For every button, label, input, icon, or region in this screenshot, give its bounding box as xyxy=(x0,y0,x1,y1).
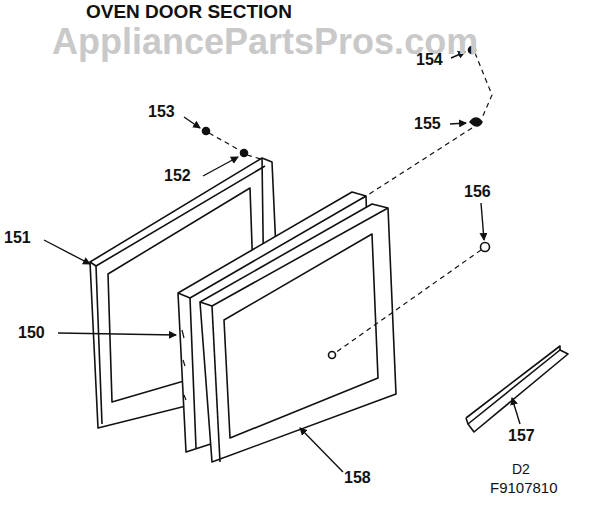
diagram-title: OVEN DOOR SECTION xyxy=(86,2,292,21)
callout-number: 154 xyxy=(416,52,443,68)
callout-number: 150 xyxy=(18,325,45,341)
drawing-code: D2 xyxy=(512,462,530,476)
callout-number: 151 xyxy=(4,230,31,246)
callout-number: 156 xyxy=(464,184,491,200)
callout-number: 158 xyxy=(344,470,371,486)
callout-number: 157 xyxy=(508,428,535,444)
callout-number: 155 xyxy=(414,116,441,132)
watermark: AppliancePartsPros.com xyxy=(52,24,478,60)
figure-number: F9107810 xyxy=(490,480,558,495)
callout-number: 153 xyxy=(148,104,175,120)
callout-number: 152 xyxy=(164,168,191,184)
